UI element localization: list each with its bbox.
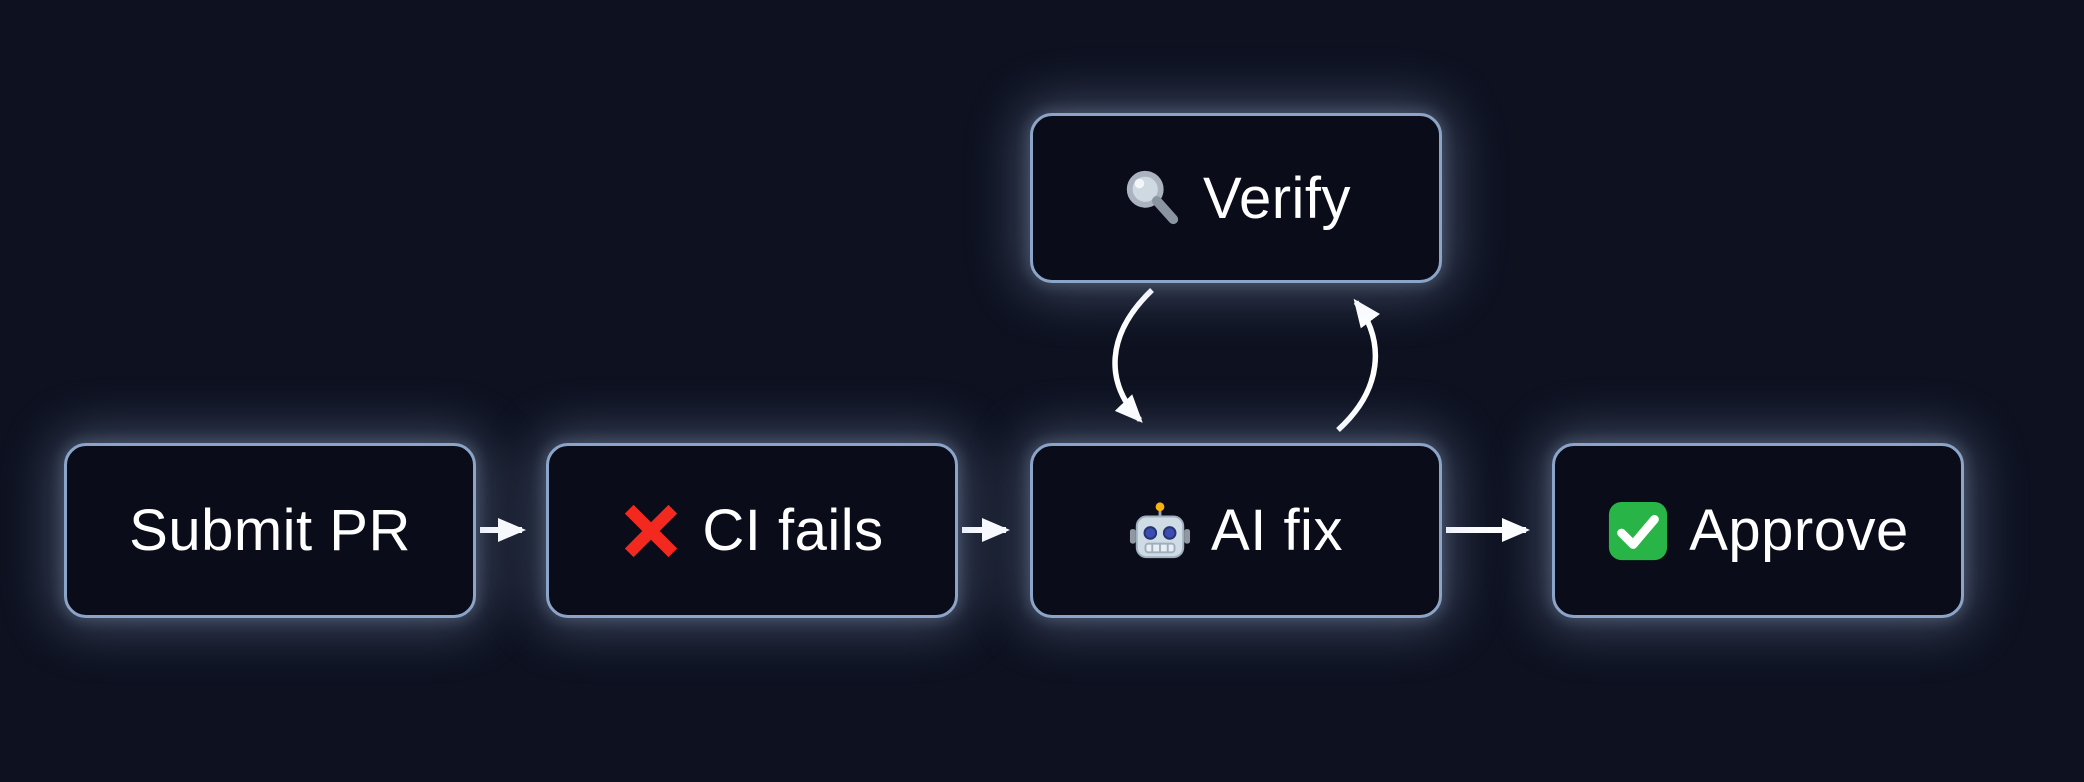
node-approve: Approve	[1552, 443, 1964, 618]
node-label: CI fails	[702, 498, 884, 563]
node-verify: Verify	[1030, 113, 1442, 283]
node-label: Submit PR	[129, 498, 411, 563]
robot-icon	[1129, 500, 1191, 562]
node-label: Approve	[1689, 498, 1909, 563]
node-label: AI fix	[1211, 498, 1343, 563]
node-label: Verify	[1202, 165, 1352, 231]
node-ai-fix: AI fix	[1030, 443, 1442, 618]
edge-verify-to-ai-fix	[1112, 288, 1154, 423]
magnifying-glass-icon	[1121, 167, 1183, 229]
node-ci-fails: CI fails	[546, 443, 958, 618]
check-mark-icon	[1607, 500, 1669, 562]
edge-ai-fix-to-verify	[1336, 298, 1380, 433]
red-cross-icon	[620, 500, 682, 562]
node-submit-pr: Submit PR	[64, 443, 476, 618]
